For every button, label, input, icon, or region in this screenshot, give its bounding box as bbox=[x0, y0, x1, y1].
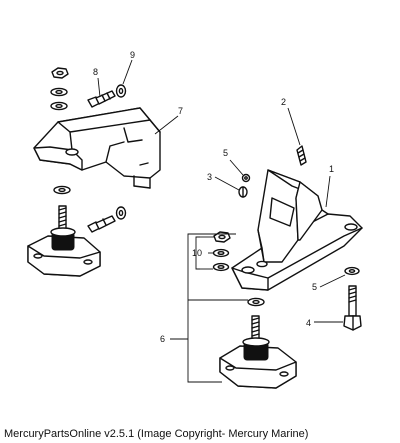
callout-1: 1 bbox=[329, 164, 334, 174]
left-engine-mount bbox=[27, 227, 101, 277]
left-mid-washer bbox=[53, 185, 71, 195]
pin-3 bbox=[238, 186, 248, 198]
callout-5-lower: 5 bbox=[312, 282, 317, 292]
left-top-nut bbox=[51, 67, 69, 79]
leader-lines bbox=[97, 59, 346, 383]
callout-3: 3 bbox=[207, 172, 212, 182]
right-top-nut bbox=[213, 231, 231, 243]
callout-5-upper: 5 bbox=[223, 148, 228, 158]
right-engine-mount bbox=[219, 337, 297, 389]
right-lower-washer bbox=[247, 297, 265, 307]
callout-8: 8 bbox=[93, 67, 98, 77]
washer-5-upper bbox=[241, 173, 251, 183]
bolt-4 bbox=[343, 285, 362, 331]
callout-2: 2 bbox=[281, 97, 286, 107]
callout-4: 4 bbox=[306, 318, 311, 328]
left-lower-bolt bbox=[87, 206, 127, 233]
left-bracket-7 bbox=[33, 107, 161, 189]
right-mount-stud bbox=[251, 315, 260, 347]
left-top-washer-1 bbox=[50, 87, 68, 97]
left-bolt-8 bbox=[87, 90, 116, 108]
callout-10: 10 bbox=[192, 248, 202, 258]
left-top-washer-2 bbox=[50, 101, 68, 111]
callout-labels: 1 2 3 4 5 5 6 7 8 9 10 bbox=[93, 50, 334, 344]
callout-7: 7 bbox=[178, 106, 183, 116]
stud-2 bbox=[296, 145, 307, 166]
left-washer-9 bbox=[115, 84, 127, 98]
right-bracket-1 bbox=[231, 169, 363, 291]
copyright-footer: MercuryPartsOnline v2.5.1 (Image Copyrig… bbox=[4, 428, 309, 440]
callout-9: 9 bbox=[130, 50, 135, 60]
callout-6: 6 bbox=[160, 334, 165, 344]
right-washer-10b bbox=[212, 262, 230, 272]
right-washer-10a bbox=[212, 248, 230, 258]
washer-5-lower bbox=[344, 266, 360, 276]
